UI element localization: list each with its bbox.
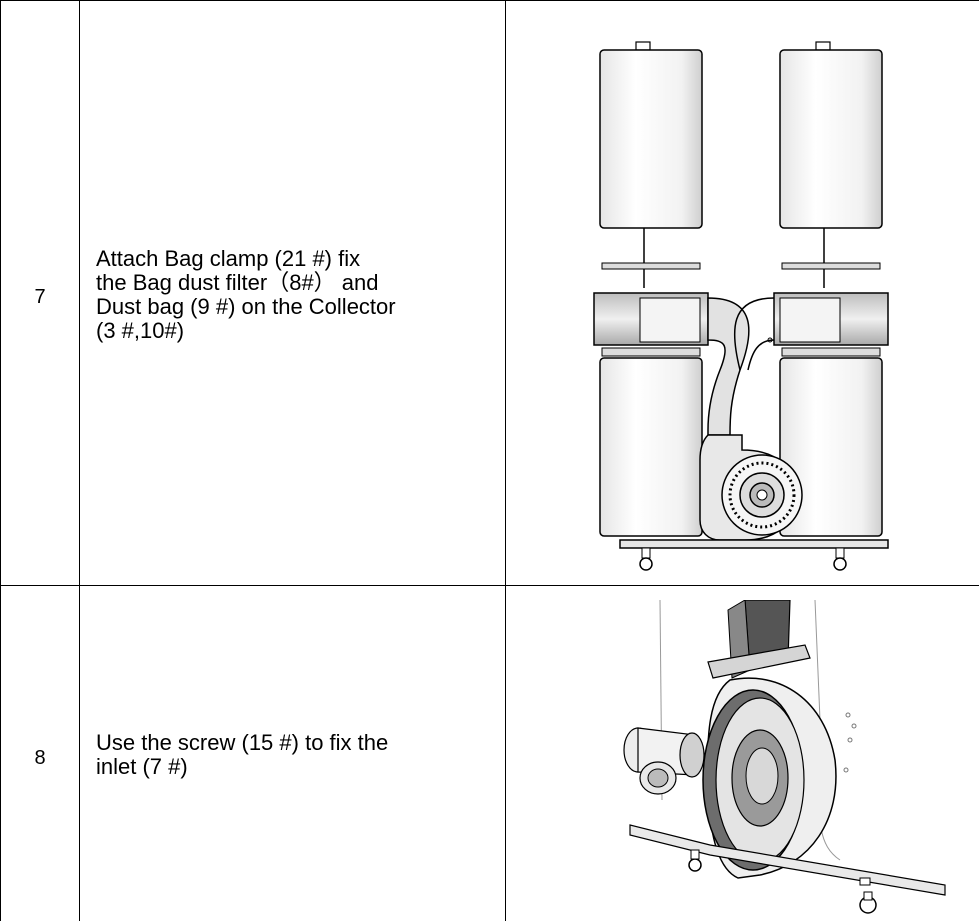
dust-collector-front-illustration [580, 40, 900, 580]
table-divider-col1 [79, 0, 80, 921]
blower-inlet-closeup-illustration [610, 600, 950, 918]
step-number-7: 7 [34, 286, 46, 308]
table-row-divider [0, 585, 979, 586]
step-instruction-7: Attach Bag clamp (21 #) fix the Bag dust… [96, 246, 396, 343]
table-border-left [0, 0, 1, 921]
table-divider-col2 [505, 0, 506, 921]
table-border-top [0, 0, 979, 1]
step-instruction-8: Use the screw (15 #) to fix the inlet (7… [96, 730, 389, 779]
step-number-8: 8 [34, 747, 46, 769]
